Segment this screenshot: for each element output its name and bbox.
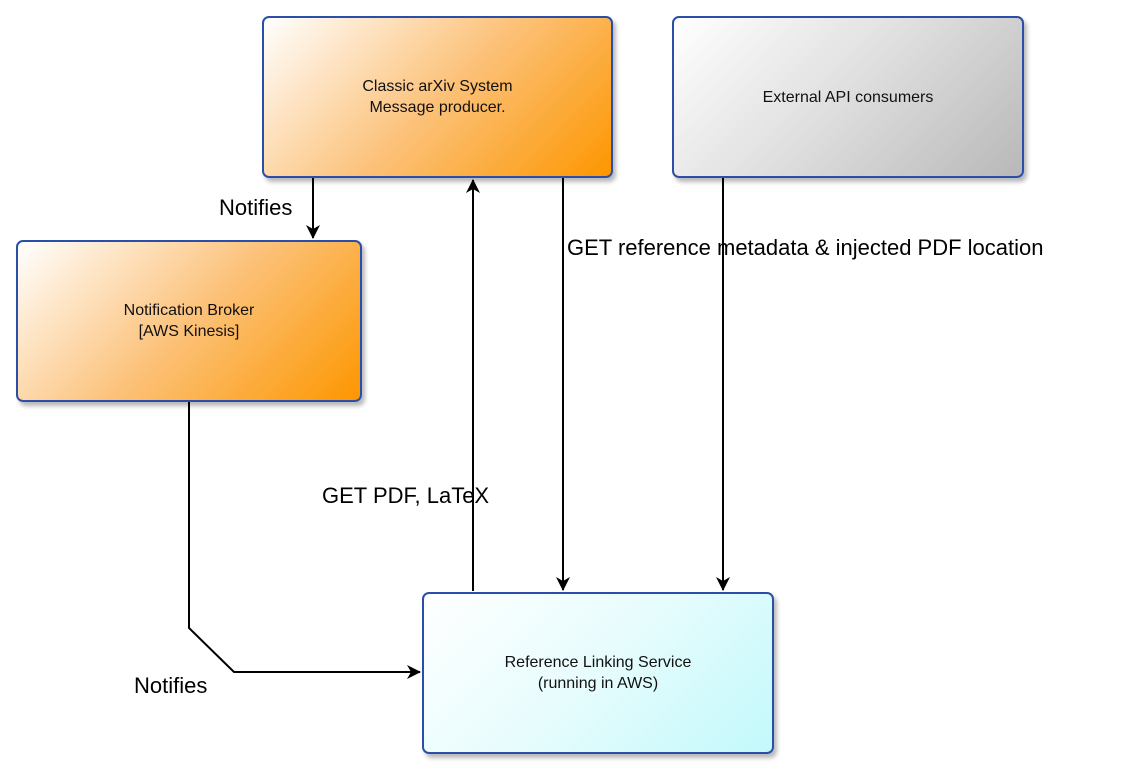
edge-label-get-pdf-latex: GET PDF, LaTeX (322, 483, 490, 508)
external-api-consumers-node: External API consumers (672, 16, 1024, 178)
rls-title: Reference Linking Service (504, 654, 692, 671)
notification-broker-node: Notification Broker [AWS Kinesis] (16, 240, 362, 402)
classic-arxiv-node: Classic arXiv System Message producer. (262, 16, 613, 178)
rls-subtitle: (running in AWS) (537, 675, 659, 692)
notification-broker-title: Notification Broker (123, 302, 255, 319)
edge-label-notifies-rls: Notifies (134, 673, 208, 698)
reference-linking-service-node: Reference Linking Service (running in AW… (422, 592, 774, 754)
edge-label-notifies-broker: Notifies (219, 195, 293, 220)
edge-label-get-reference-metadata: GET reference metadata & injected PDF lo… (567, 235, 1044, 260)
notification-broker-subtitle: [AWS Kinesis] (138, 323, 240, 340)
external-api-title: External API consumers (762, 88, 934, 106)
classic-arxiv-subtitle: Message producer. (369, 99, 506, 116)
classic-arxiv-title: Classic arXiv System (362, 78, 513, 95)
edge-broker-to-rls (188, 402, 421, 679)
